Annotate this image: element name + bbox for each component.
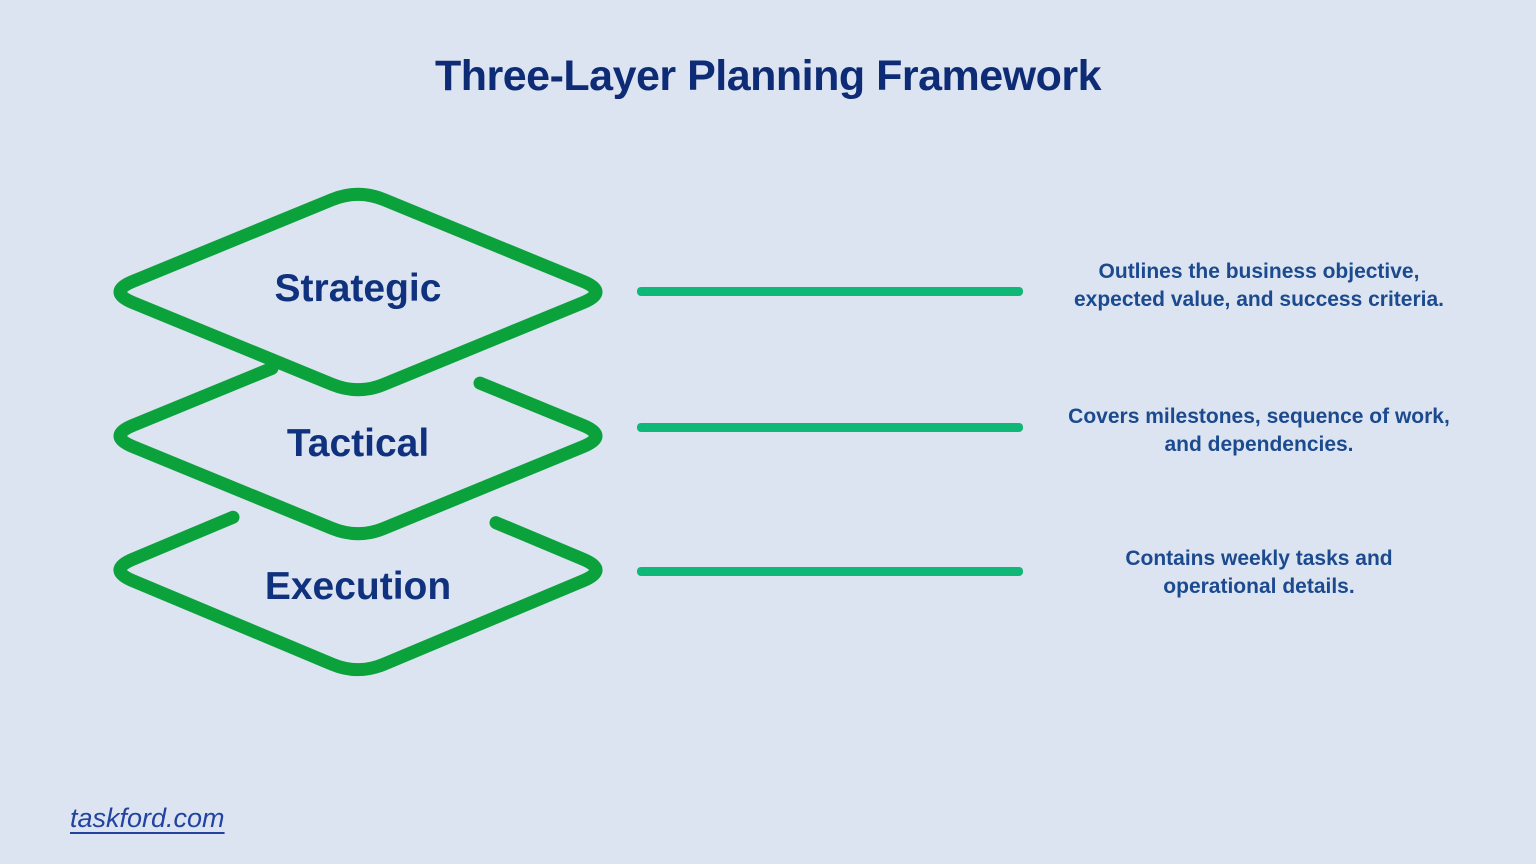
strategic-diamond-outline [113,187,603,397]
layer-description-strategic: Outlines the business objective, expecte… [1019,258,1499,314]
connector-line-tactical [637,423,1023,432]
connector-line-execution [637,567,1023,576]
layer-description-tactical: Covers milestones, sequence of work, and… [1019,403,1499,459]
layer-description-execution: Contains weekly tasks and operational de… [1019,545,1499,601]
tactical-diamond-outline [113,361,603,541]
description-line: expected value, and success criteria. [1073,288,1445,311]
description-line: operational details. [1163,575,1355,598]
description-line: Contains weekly tasks and [1125,547,1393,570]
footer-link[interactable]: taskford.com [70,803,225,833]
description-line: and dependencies. [1164,433,1354,456]
layer-label-strategic: Strategic [274,267,442,310]
layer-label-tactical: Tactical [286,422,430,465]
execution-diamond-outline [113,510,603,677]
layer-label-execution: Execution [264,565,452,608]
page-title: Three-Layer Planning Framework [434,52,1102,100]
description-line: Covers milestones, sequence of work, [1068,405,1450,428]
connector-line-strategic [637,287,1023,296]
description-line: Outlines the business objective, [1098,260,1420,283]
